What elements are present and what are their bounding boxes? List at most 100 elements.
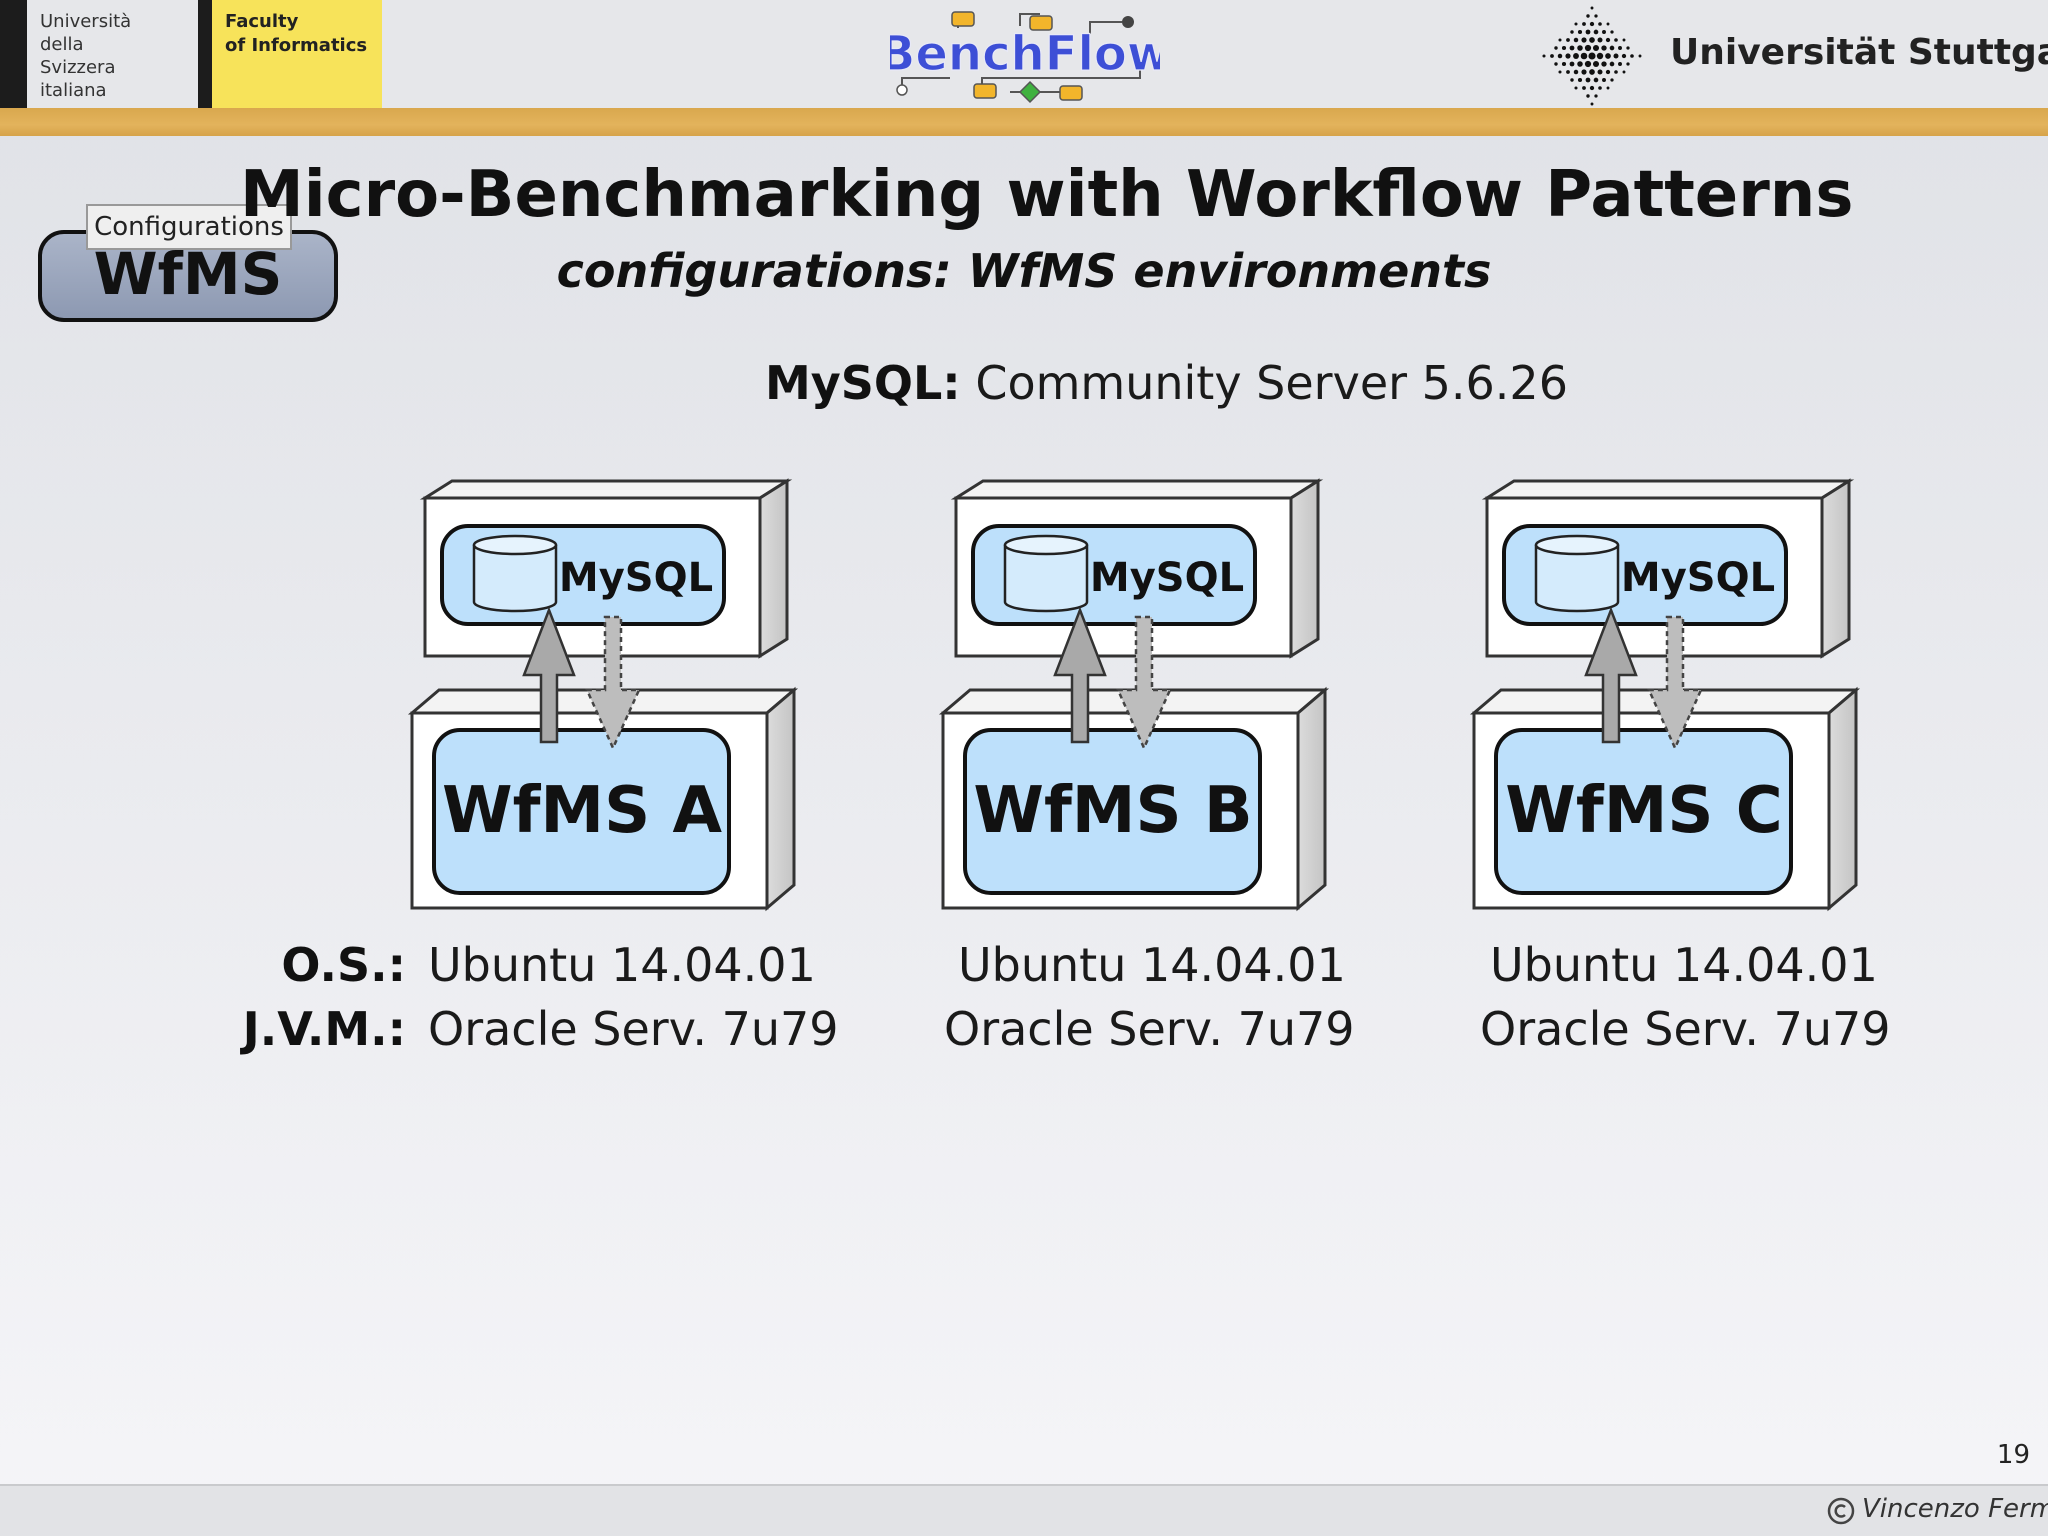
logo-dot-icon (1586, 14, 1590, 18)
usi-logo-bar (0, 0, 27, 108)
logo-dot-icon (1610, 78, 1614, 82)
env-c-os: Ubuntu 14.04.01 (1490, 938, 1878, 992)
faculty-block (212, 0, 382, 108)
logo-dot-icon (1590, 102, 1594, 106)
benchflow-logo: BenchFlow (890, 11, 1160, 104)
database-icon-top (472, 534, 558, 556)
logo-dot-icon (1577, 45, 1583, 51)
env-c-jvm: Oracle Serv. 7u79 (1480, 1002, 1891, 1056)
logo-dot-icon (1582, 86, 1586, 90)
request-arrow-up-icon (1053, 606, 1107, 744)
logo-dot-icon (1626, 62, 1630, 66)
usi-line: italiana (40, 80, 107, 101)
logo-dot-icon (1601, 61, 1607, 67)
logo-dot-icon (1550, 54, 1554, 58)
logo-dot-icon (1582, 22, 1586, 26)
wfms-server-box-side (1296, 686, 1327, 912)
logo-dot-icon (1573, 69, 1579, 75)
logo-dot-icon (1566, 70, 1570, 74)
wfms-node (432, 728, 731, 895)
creative-commons-icon (1827, 1497, 1855, 1525)
environment-stack: MySQL WfMS B (938, 478, 1330, 912)
response-arrow-down-icon (1116, 615, 1172, 752)
usi-line: della (40, 34, 84, 55)
mysql-version-value: Community Server 5.6.26 (975, 356, 1568, 410)
logo-dot-icon (1585, 77, 1591, 83)
logo-block-icon (1059, 85, 1083, 101)
database-icon (472, 545, 558, 613)
logo-dot-icon (1618, 46, 1622, 50)
page-number: 19 (1996, 1440, 2030, 1470)
logo-dot-icon (1589, 85, 1595, 91)
wfms-node-label: WfMS C (1505, 774, 1782, 848)
faculty-line: Faculty (225, 11, 299, 32)
logo-dot-icon (1554, 62, 1558, 66)
logo-dot-icon (1122, 16, 1134, 28)
logo-dot-icon (1570, 78, 1574, 82)
env-b-os: Ubuntu 14.04.01 (958, 938, 1346, 992)
logo-dot-icon (1577, 77, 1583, 83)
logo-dot-icon (1565, 53, 1571, 59)
logo-diamond-icon (1018, 80, 1042, 104)
logo-dot-icon (1638, 54, 1642, 58)
logo-dot-icon (1610, 30, 1614, 34)
os-label: O.S.: (281, 938, 406, 992)
logo-dot-icon (1597, 37, 1603, 43)
logo-block-icon (1029, 15, 1053, 31)
db-server-box-side (1820, 478, 1851, 659)
logo-dot-icon (1606, 22, 1610, 26)
logo-dot-icon (1561, 45, 1567, 51)
faculty-line: of Informatics (225, 35, 368, 56)
mysql-node-label: MySQL (1090, 555, 1244, 601)
logo-dot-icon (1577, 29, 1583, 35)
logo-text: BenchFlow (890, 26, 1160, 82)
logo-dot-icon (1588, 52, 1596, 60)
wfms-node-label: WfMS B (973, 774, 1252, 848)
logo-dot-icon (1621, 53, 1627, 59)
database-icon-top (1003, 534, 1089, 556)
logo-dot-icon (1614, 38, 1618, 42)
logo-dot-icon (1598, 22, 1602, 26)
mysql-version-label: MySQL: (765, 356, 961, 410)
logo-dot-icon (1566, 38, 1570, 42)
env-a-jvm: Oracle Serv. 7u79 (428, 1002, 839, 1056)
logo-dot-icon (1557, 53, 1563, 59)
logo-dot-icon (1542, 54, 1546, 58)
usi-line: Università (40, 11, 132, 32)
logo-block-icon (973, 83, 997, 99)
logo-dot-icon (1593, 29, 1599, 35)
slide-subtitle: configurations: WfMS environments (556, 244, 1492, 298)
mysql-node-label: MySQL (559, 555, 713, 601)
logo-dot-icon (1598, 86, 1602, 90)
section-badge-label: WfMS (93, 240, 283, 308)
logo-dot-icon (1609, 61, 1615, 67)
logo-dot-icon (1584, 44, 1592, 52)
logo-dot-icon (1570, 30, 1574, 34)
db-server-box-top (1481, 479, 1855, 500)
env-b-jvm: Oracle Serv. 7u79 (944, 1002, 1355, 1056)
logo-dot-icon (1558, 70, 1562, 74)
stuttgart-logo-icon (1542, 6, 1642, 106)
logo-dot-icon (1585, 29, 1591, 35)
logo-dot-icon (1573, 37, 1579, 43)
logo-dot-icon (1594, 14, 1598, 18)
logo-dot-icon (1601, 45, 1607, 51)
logo-dot-icon (1589, 69, 1595, 75)
response-arrow-down-icon (585, 615, 641, 752)
logo-dot-icon (1561, 61, 1567, 67)
request-arrow-up-icon (522, 606, 576, 744)
logo-dot-icon (1586, 94, 1590, 98)
logo-dot-icon (1605, 69, 1611, 75)
logo-block-icon (951, 11, 975, 27)
usi-logo-text: Università della Svizzera italiana (40, 10, 190, 102)
logo-dot-icon (1573, 53, 1579, 59)
logo-dot-icon (1558, 38, 1562, 42)
logo-dot-icon (1581, 69, 1587, 75)
logo-dot-icon (1609, 45, 1615, 51)
logo-dot-icon (1613, 53, 1619, 59)
logo-dot-icon (1602, 78, 1606, 82)
response-arrow-down-icon (1647, 615, 1703, 752)
footer-bar (0, 1486, 2048, 1536)
logo-dot-icon (1606, 86, 1610, 90)
